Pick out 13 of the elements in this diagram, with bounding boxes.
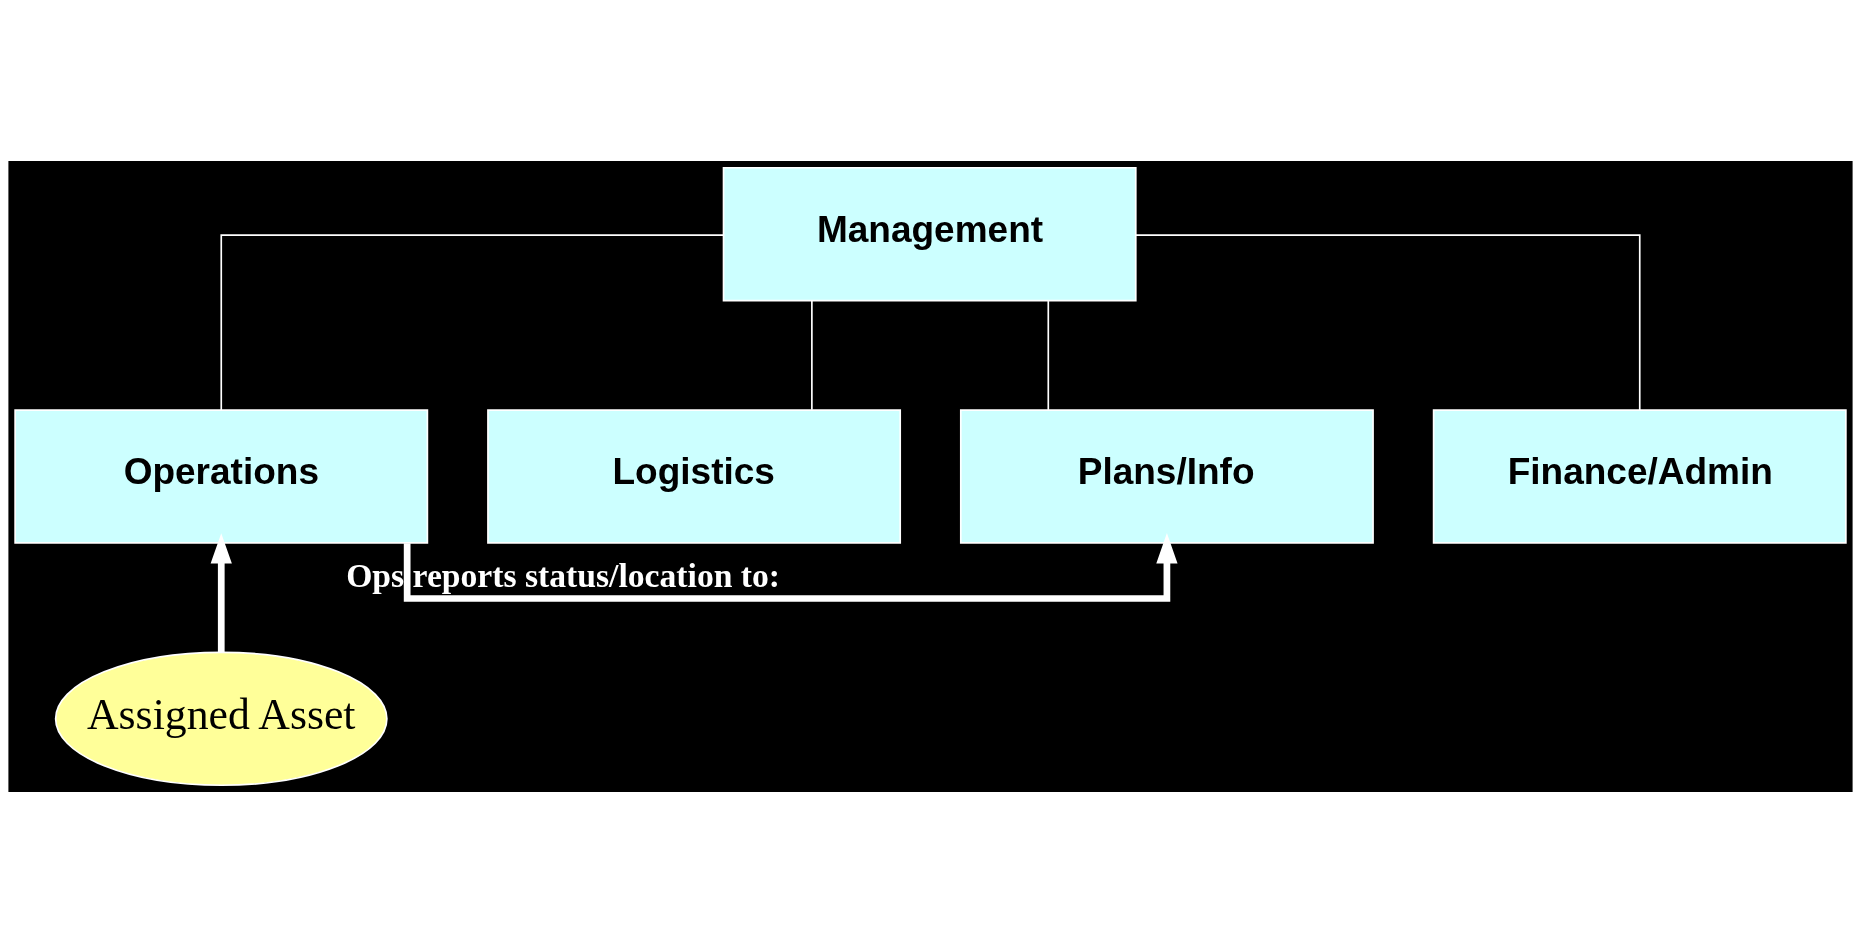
- arrow: [210, 532, 232, 652]
- node-box: Operations: [14, 408, 429, 544]
- node-box: Logistics: [487, 408, 902, 544]
- node-box: Plans/Info: [959, 408, 1374, 544]
- connector: [1047, 299, 1050, 411]
- connector: [220, 233, 725, 411]
- node-box: Finance/Admin: [1432, 408, 1847, 544]
- arrow: [403, 532, 1178, 602]
- node-box: Management: [722, 166, 1137, 301]
- connector: [811, 299, 813, 411]
- edge-label: Ops reports status/location to:: [346, 556, 781, 594]
- connector: [1135, 233, 1641, 411]
- node-ellipse: Assigned Asset: [54, 651, 388, 786]
